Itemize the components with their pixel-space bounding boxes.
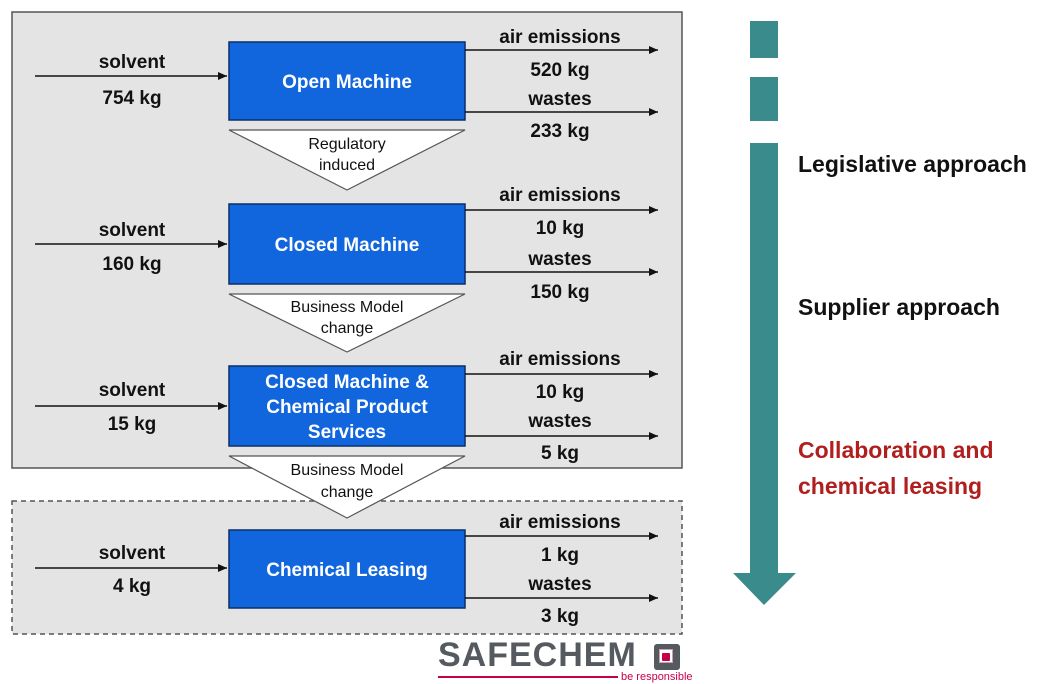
solvent-amount: 160 kg [102,254,161,275]
process-box-label: Closed Machine [275,235,420,256]
transition-business-model-2: Business Model change [228,455,466,519]
logo-name: SAFECHEM [438,636,637,674]
progression-segment-1 [750,21,778,58]
safechem-logo: SAFECHEM be responsible [428,634,718,684]
air-emissions-amount: 10 kg [536,218,585,239]
transition-label-line1: Business Model [291,299,404,316]
wastes-label: wastes [527,89,591,110]
collaboration-label-line1: Collaboration and [798,437,994,463]
legislative-approach-label: Legislative approach [798,151,1027,177]
solvent-label: solvent [99,220,166,241]
stage-open-machine: solvent 754 kg Open Machine air emission… [35,27,658,142]
wastes-amount: 150 kg [530,282,589,303]
solvent-label: solvent [99,543,166,564]
stage-closed-machine-services: solvent 15 kg Closed Machine & Chemical … [35,349,658,464]
process-box [228,203,466,285]
supplier-approach-label: Supplier approach [798,294,1000,320]
wastes-amount: 3 kg [541,606,579,627]
solvent-label: solvent [99,380,166,401]
air-emissions-label: air emissions [499,349,620,370]
transition-triangle [228,293,466,353]
wastes-amount: 5 kg [541,443,579,464]
collaboration-label-line2: chemical leasing [798,473,983,499]
wastes-label: wastes [527,249,591,270]
air-emissions-amount: 10 kg [536,382,585,403]
wastes-amount: 233 kg [530,121,589,142]
transition-label-line1: Regulatory [308,136,385,153]
air-emissions-amount: 520 kg [530,60,589,81]
logo-mark-icon [654,644,680,670]
progression-segment-2 [750,77,778,121]
air-emissions-label: air emissions [499,27,620,48]
progression-arrow [733,21,796,605]
wastes-label: wastes [527,411,591,432]
transition-label-line2: change [321,484,374,501]
air-emissions-amount: 1 kg [541,545,579,566]
process-box [228,41,466,121]
logo-tagline: be responsible [618,671,696,683]
transition-label-line1: Business Model [291,462,404,479]
air-emissions-label: air emissions [499,185,620,206]
process-box-label-line2: Chemical Product [266,397,428,418]
transition-label-line2: change [321,320,374,337]
progression-shaft [750,143,778,575]
solvent-amount: 4 kg [113,576,151,597]
wastes-label: wastes [527,574,591,595]
stage-chemical-leasing: solvent 4 kg Chemical Leasing air emissi… [35,512,658,627]
process-box-label: Chemical Leasing [266,560,428,581]
process-box-label-line1: Closed Machine & [265,372,429,393]
logo-underline [438,676,688,678]
progression-arrowhead [733,573,796,605]
solvent-label: solvent [99,52,166,73]
process-box [228,529,466,609]
transition-triangle [228,455,466,519]
solvent-amount: 754 kg [102,88,161,109]
solvent-amount: 15 kg [108,414,157,435]
air-emissions-label: air emissions [499,512,620,533]
stage-closed-machine: solvent 160 kg Closed Machine air emissi… [35,185,658,303]
process-box [228,365,466,447]
transition-regulatory: Regulatory induced [228,129,466,191]
transition-triangle [228,129,466,191]
transition-label-line2: induced [319,157,375,174]
process-box-label: Open Machine [282,72,412,93]
transition-business-model-1: Business Model change [228,293,466,353]
process-box-label-line3: Services [308,422,386,443]
